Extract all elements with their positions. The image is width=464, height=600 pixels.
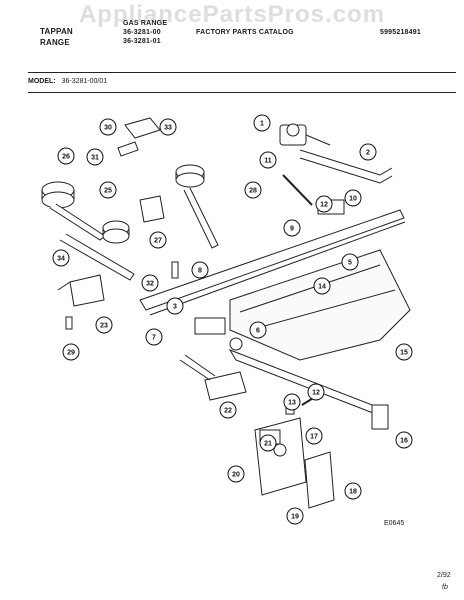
callout-number: 29: [67, 350, 75, 357]
callout-number: 23: [100, 323, 108, 330]
callout-number: 13: [288, 400, 296, 407]
brand-line-1: TAPPAN: [40, 27, 73, 36]
callout-number: 26: [62, 154, 70, 161]
callout-number: 28: [249, 188, 257, 195]
callout-circle: [395, 343, 413, 361]
product-line-3: 36-3281-01: [123, 38, 161, 45]
model-rule: [28, 92, 456, 93]
callout-circle: [191, 261, 209, 279]
callout-circle: [141, 274, 159, 292]
diagram-code: E0645: [384, 520, 405, 527]
callout-number: 6: [256, 328, 260, 335]
callout-number: 17: [310, 434, 318, 441]
brand-line-2: RANGE: [40, 38, 70, 47]
callout-circle: [227, 465, 245, 483]
callout-circle: [259, 434, 277, 452]
model-line: MODEL: 36-3281-00/01: [28, 78, 107, 85]
callout-number: 16: [400, 438, 408, 445]
callout-circle: [359, 143, 377, 161]
top-rule: [28, 72, 456, 73]
manifold-pipe: [139, 209, 405, 311]
callout-circle: [145, 328, 163, 346]
callout-number: 8: [198, 268, 202, 275]
callout-circle: [286, 507, 304, 525]
footer-date: 2/92: [437, 572, 451, 579]
callout-number: 12: [312, 390, 320, 397]
callout-number: 1: [260, 121, 264, 128]
callout-circle: [86, 148, 104, 166]
callout-circle: [62, 343, 80, 361]
callout-circle: [344, 482, 362, 500]
callout-circle: [313, 277, 331, 295]
callout-circle: [395, 431, 413, 449]
callout-number: 18: [349, 489, 357, 496]
callout-circle: [52, 249, 70, 267]
model-value: 36-3281-00/01: [61, 78, 108, 85]
callout-number: 11: [264, 158, 272, 165]
watermark: AppliancePartsPros.com: [78, 1, 386, 28]
burner-tray: [229, 249, 411, 361]
callout-circle: [259, 151, 277, 169]
callout-number: 32: [146, 281, 154, 288]
document-number: 5995218491: [380, 29, 421, 36]
callout-number: 30: [104, 125, 112, 132]
callout-number: 20: [232, 472, 240, 479]
callout-number: 31: [91, 155, 99, 162]
callout-number: 5: [348, 260, 352, 267]
callout-circle: [253, 114, 271, 132]
callout-number: 12: [320, 202, 328, 209]
callout-circle: [305, 427, 323, 445]
callout-circle: [219, 401, 237, 419]
callout-circle: [99, 118, 117, 136]
callout-number: 22: [224, 408, 232, 415]
callout-circle: [95, 316, 113, 334]
callout-circle: [149, 231, 167, 249]
callout-number: 15: [400, 350, 408, 357]
callout-number: 9: [290, 226, 294, 233]
callout-circle: [307, 383, 325, 401]
callout-circle: [283, 393, 301, 411]
product-line-2: 36-3281-00: [123, 29, 161, 36]
callout-number: 3: [173, 304, 177, 311]
callout-circle: [166, 297, 184, 315]
callout-number: 14: [318, 284, 326, 291]
callout-number: 2: [366, 150, 370, 157]
product-line-1: GAS RANGE: [123, 20, 168, 27]
model-label: MODEL:: [28, 78, 56, 85]
callout-circle: [57, 147, 75, 165]
callout-circle: [315, 195, 333, 213]
callout-number: 19: [291, 514, 299, 521]
footer-handwritten: fb: [442, 584, 448, 591]
callout-circle: [244, 181, 262, 199]
front-bracket: [228, 349, 388, 419]
callout-number: 25: [104, 188, 112, 195]
callout-number: 33: [164, 125, 172, 132]
callout-number: 27: [154, 238, 162, 245]
callout-circle: [341, 253, 359, 271]
callout-number: 7: [152, 335, 156, 342]
callout-number: 34: [57, 256, 65, 263]
callout-circle: [344, 189, 362, 207]
callout-number: 21: [264, 441, 272, 448]
callout-circle: [283, 219, 301, 237]
callout-circle: [99, 181, 117, 199]
callout-circle: [159, 118, 177, 136]
callout-circle: [249, 321, 267, 339]
callout-number: 10: [349, 196, 357, 203]
catalog-title: FACTORY PARTS CATALOG: [196, 29, 294, 36]
